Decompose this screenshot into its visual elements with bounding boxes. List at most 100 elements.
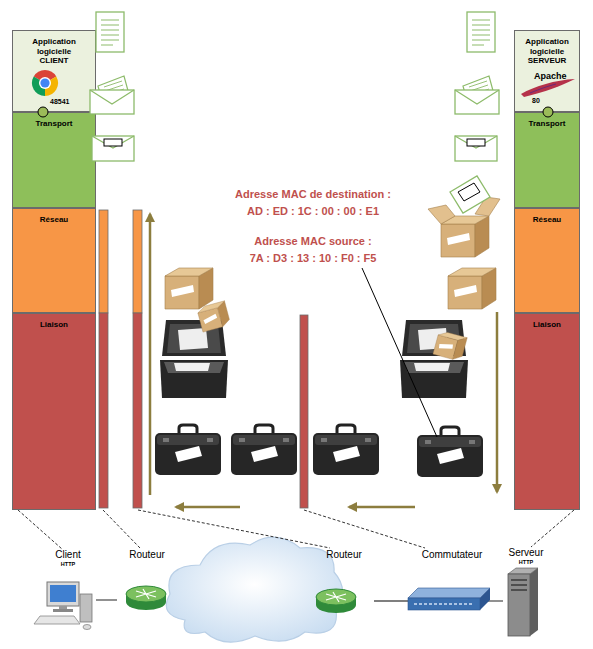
- chrome-logo: [32, 77, 45, 97]
- dashed-leader: [103, 510, 140, 548]
- apache-feather: [530, 84, 556, 93]
- switch-front: [408, 598, 480, 610]
- transport-layer: Transport: [12, 112, 96, 208]
- flow-arrow: [176, 506, 240, 509]
- switch-ports: [414, 603, 474, 605]
- box-icon: [197, 301, 231, 332]
- document-icon: [467, 12, 495, 52]
- case-icon: [231, 425, 297, 475]
- chrome-logo: [34, 70, 57, 83]
- port-number: 48541: [50, 98, 84, 106]
- router-device: Routeur: [117, 549, 177, 612]
- box-icon: [448, 268, 496, 309]
- device-label: Commutateur: [420, 549, 484, 561]
- router-link-bar: [133, 313, 142, 508]
- switch-top: [408, 588, 490, 598]
- leader-line: [362, 268, 437, 437]
- server-top: [508, 568, 538, 574]
- case-icon: [155, 425, 221, 475]
- box-flap: [475, 197, 500, 216]
- open-case-icon: [160, 320, 228, 398]
- pc-tower: [80, 594, 92, 622]
- layer-name: Réseau: [515, 215, 579, 225]
- mac-address-text: Adresse MAC de destination :: [163, 188, 463, 200]
- envelope-icon: [92, 136, 134, 161]
- port-number: 80: [532, 97, 552, 105]
- monitor-base: [53, 609, 73, 612]
- router-link-bar: [99, 313, 108, 508]
- server-side: [530, 568, 538, 636]
- flow-arrow: [496, 312, 499, 492]
- application-layer: Application logicielle CLIENT 48541: [12, 30, 96, 112]
- keyboard: [34, 616, 80, 624]
- chrome-logo: [39, 77, 51, 89]
- port-circle: [543, 107, 553, 117]
- envelope-icon: [455, 136, 497, 161]
- router-icon: [126, 586, 166, 610]
- chrome-logo: [40, 78, 49, 87]
- mac-address-text: 7A : D3 : 13 : 10 : F0 : F5: [163, 252, 463, 264]
- router-network-bar: [99, 210, 108, 313]
- chrome-logo: [45, 77, 58, 97]
- box-flap: [428, 205, 455, 224]
- link-layer: Liaison: [12, 313, 96, 510]
- server-device: ServeurHTTP: [503, 547, 549, 637]
- network-cloud: [166, 537, 342, 642]
- layer-name: Réseau: [13, 215, 95, 225]
- box-icon: [433, 330, 467, 361]
- layer-name: Application logicielle CLIENT: [26, 37, 82, 66]
- document-icon: [96, 12, 124, 52]
- layer-name: Liaison: [515, 320, 579, 330]
- switch-side: [480, 588, 490, 610]
- box-icon: [165, 268, 213, 309]
- flow-arrow: [349, 506, 415, 509]
- network-layer: Réseau: [12, 208, 96, 313]
- network-cable: [374, 600, 420, 601]
- software-name: Apache: [534, 71, 578, 82]
- transport-layer: Transport: [514, 112, 580, 208]
- monitor-stand: [59, 606, 67, 610]
- monitor-screen: [50, 585, 76, 602]
- server-front: [508, 574, 530, 636]
- client-device: ClientHTTP: [40, 549, 96, 631]
- dashed-link: [531, 510, 574, 547]
- router-icon: [316, 589, 356, 613]
- network-cable: [484, 600, 503, 601]
- layer-name: Application logicielle SERVEUR: [519, 37, 575, 66]
- protocol-label: HTTP: [503, 559, 549, 566]
- link-layer: Liaison: [514, 313, 580, 510]
- network-layer: Réseau: [514, 208, 580, 313]
- flow-arrow: [149, 214, 152, 495]
- open-envelope-icon: [90, 76, 134, 114]
- server-drives: [511, 580, 527, 590]
- open-envelope-icon: [455, 76, 499, 114]
- network-cable: [96, 599, 117, 600]
- mouse: [83, 625, 91, 630]
- mac-address-text: AD : ED : 1C : 00 : 00 : E1: [163, 205, 463, 217]
- dashed-leader: [138, 510, 330, 548]
- dashed-link: [18, 510, 62, 549]
- envelope-in-box: [450, 176, 490, 213]
- switch-device: Commutateur: [420, 549, 484, 615]
- open-case-icon: [400, 320, 468, 398]
- router-network-bar: [133, 210, 142, 313]
- device-label: Routeur: [314, 549, 374, 561]
- device-label: Routeur: [117, 549, 177, 561]
- apache-feather: [521, 79, 575, 97]
- open-box-icon: [441, 216, 489, 257]
- layer-name: Transport: [13, 119, 95, 129]
- port-circle: [38, 107, 48, 117]
- router-device: Routeur: [314, 549, 374, 615]
- switch-link-bar: [300, 315, 308, 508]
- case-icon: [417, 427, 483, 477]
- monitor: [47, 582, 79, 606]
- device-label: Serveur: [503, 547, 549, 559]
- application-layer: Application logicielle SERVEUR Apache 80: [514, 30, 580, 112]
- dashed-leader: [304, 510, 425, 548]
- protocol-label: HTTP: [40, 561, 96, 568]
- envelope-window: [458, 183, 480, 201]
- case-icon: [313, 425, 379, 475]
- device-label: Client: [40, 549, 96, 561]
